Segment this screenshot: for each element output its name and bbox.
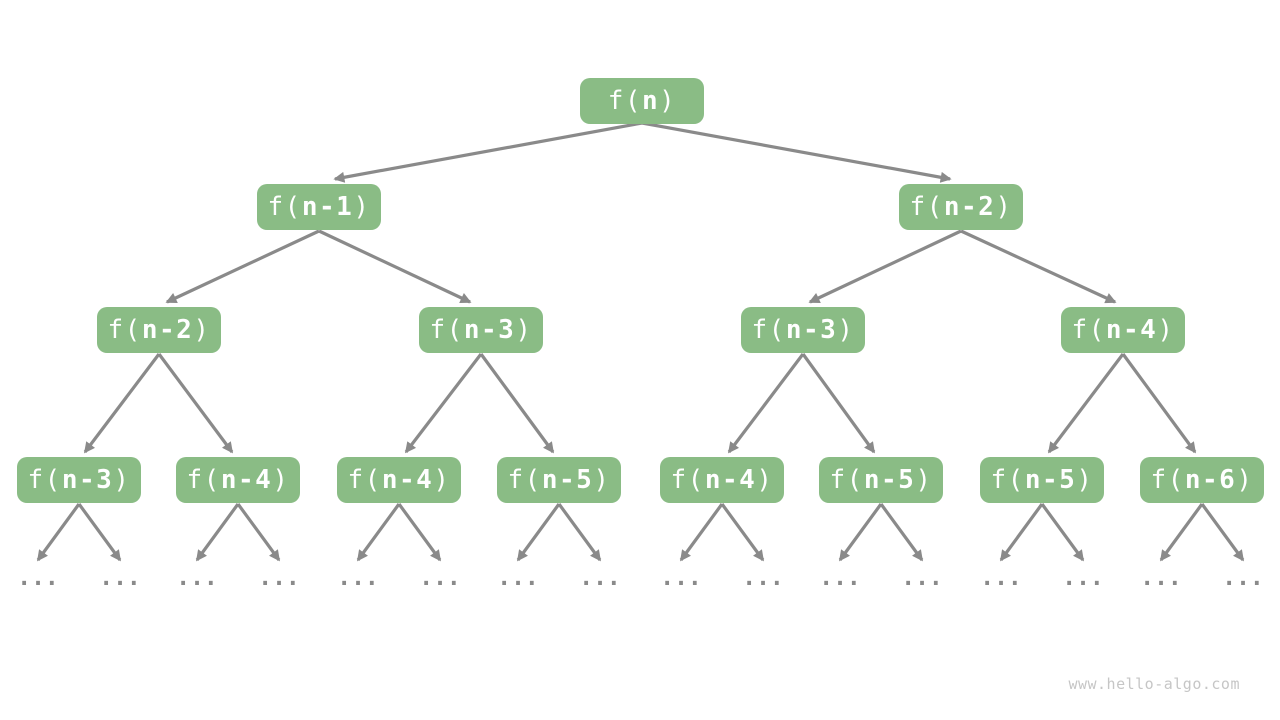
node-label-suffix: ) bbox=[193, 315, 211, 345]
ellipsis: ... bbox=[742, 565, 784, 591]
tree-node: f(n-5) bbox=[819, 457, 943, 503]
node-label-prefix: f( bbox=[670, 465, 705, 495]
node-label-prefix: f( bbox=[507, 465, 542, 495]
watermark: www.hello-algo.com bbox=[1068, 675, 1240, 693]
node-label-suffix: ) bbox=[515, 315, 533, 345]
node-label-prefix: f( bbox=[829, 465, 864, 495]
node-label-prefix: f( bbox=[27, 465, 62, 495]
node-label-arg: n-4 bbox=[1105, 315, 1158, 345]
node-label-arg: n-3 bbox=[785, 315, 838, 345]
tree-node: f(n-2) bbox=[97, 307, 221, 353]
node-label-prefix: f( bbox=[267, 192, 302, 222]
ellipsis: ... bbox=[419, 565, 461, 591]
tree-node: f(n-4) bbox=[660, 457, 784, 503]
node-label-prefix: f( bbox=[429, 315, 464, 345]
node-label-suffix: ) bbox=[915, 465, 933, 495]
tree-node: f(n-6) bbox=[1140, 457, 1264, 503]
node-label-suffix: ) bbox=[1076, 465, 1094, 495]
node-label-prefix: f( bbox=[751, 315, 786, 345]
ellipsis: ... bbox=[1222, 565, 1264, 591]
ellipsis: ... bbox=[980, 565, 1022, 591]
tree-node: f(n-4) bbox=[1061, 307, 1185, 353]
node-label-arg: n-6 bbox=[1184, 465, 1237, 495]
ellipsis: ... bbox=[660, 565, 702, 591]
node-label-suffix: ) bbox=[353, 192, 371, 222]
node-label-prefix: f( bbox=[347, 465, 382, 495]
node-label-prefix: f( bbox=[607, 86, 642, 116]
tree-node: f(n-2) bbox=[899, 184, 1023, 230]
tree-node-root: f(n) bbox=[580, 78, 704, 124]
ellipsis: ... bbox=[819, 565, 861, 591]
node-label-arg: n-4 bbox=[220, 465, 273, 495]
ellipsis: ... bbox=[176, 565, 218, 591]
ellipsis: ... bbox=[99, 565, 141, 591]
tree-node: f(n-3) bbox=[419, 307, 543, 353]
node-label-arg: n-5 bbox=[1024, 465, 1077, 495]
ellipsis: ... bbox=[1140, 565, 1182, 591]
node-label-arg: n-4 bbox=[704, 465, 757, 495]
node-label-suffix: ) bbox=[756, 465, 774, 495]
tree-node: f(n-1) bbox=[257, 184, 381, 230]
node-label-suffix: ) bbox=[995, 192, 1013, 222]
ellipsis: ... bbox=[17, 565, 59, 591]
node-label-arg: n bbox=[642, 86, 660, 116]
node-label-prefix: f( bbox=[186, 465, 221, 495]
ellipsis: ... bbox=[579, 565, 621, 591]
node-label-arg: n-3 bbox=[61, 465, 114, 495]
node-label-arg: n-5 bbox=[863, 465, 916, 495]
node-label-suffix: ) bbox=[272, 465, 290, 495]
node-label-arg: n-1 bbox=[301, 192, 354, 222]
tree-node: f(n-5) bbox=[497, 457, 621, 503]
node-label-suffix: ) bbox=[659, 86, 677, 116]
tree-node: f(n-3) bbox=[741, 307, 865, 353]
node-label-arg: n-4 bbox=[381, 465, 434, 495]
node-label-suffix: ) bbox=[1236, 465, 1254, 495]
tree-node: f(n-5) bbox=[980, 457, 1104, 503]
tree-node: f(n-4) bbox=[337, 457, 461, 503]
node-label-arg: n-2 bbox=[943, 192, 996, 222]
ellipsis: ... bbox=[258, 565, 300, 591]
node-label-suffix: ) bbox=[593, 465, 611, 495]
node-label-suffix: ) bbox=[433, 465, 451, 495]
node-label-prefix: f( bbox=[1150, 465, 1185, 495]
node-label-prefix: f( bbox=[909, 192, 944, 222]
ellipsis: ... bbox=[901, 565, 943, 591]
node-label-arg: n-3 bbox=[463, 315, 516, 345]
node-label-suffix: ) bbox=[837, 315, 855, 345]
ellipsis: ... bbox=[337, 565, 379, 591]
node-label-arg: n-2 bbox=[141, 315, 194, 345]
node-label-prefix: f( bbox=[990, 465, 1025, 495]
tree-node: f(n-4) bbox=[176, 457, 300, 503]
tree-node: f(n-3) bbox=[17, 457, 141, 503]
node-label-prefix: f( bbox=[1071, 315, 1106, 345]
node-label-suffix: ) bbox=[1157, 315, 1175, 345]
node-label-suffix: ) bbox=[113, 465, 131, 495]
node-label-arg: n-5 bbox=[541, 465, 594, 495]
ellipsis: ... bbox=[497, 565, 539, 591]
ellipsis: ... bbox=[1062, 565, 1104, 591]
node-label-prefix: f( bbox=[107, 315, 142, 345]
